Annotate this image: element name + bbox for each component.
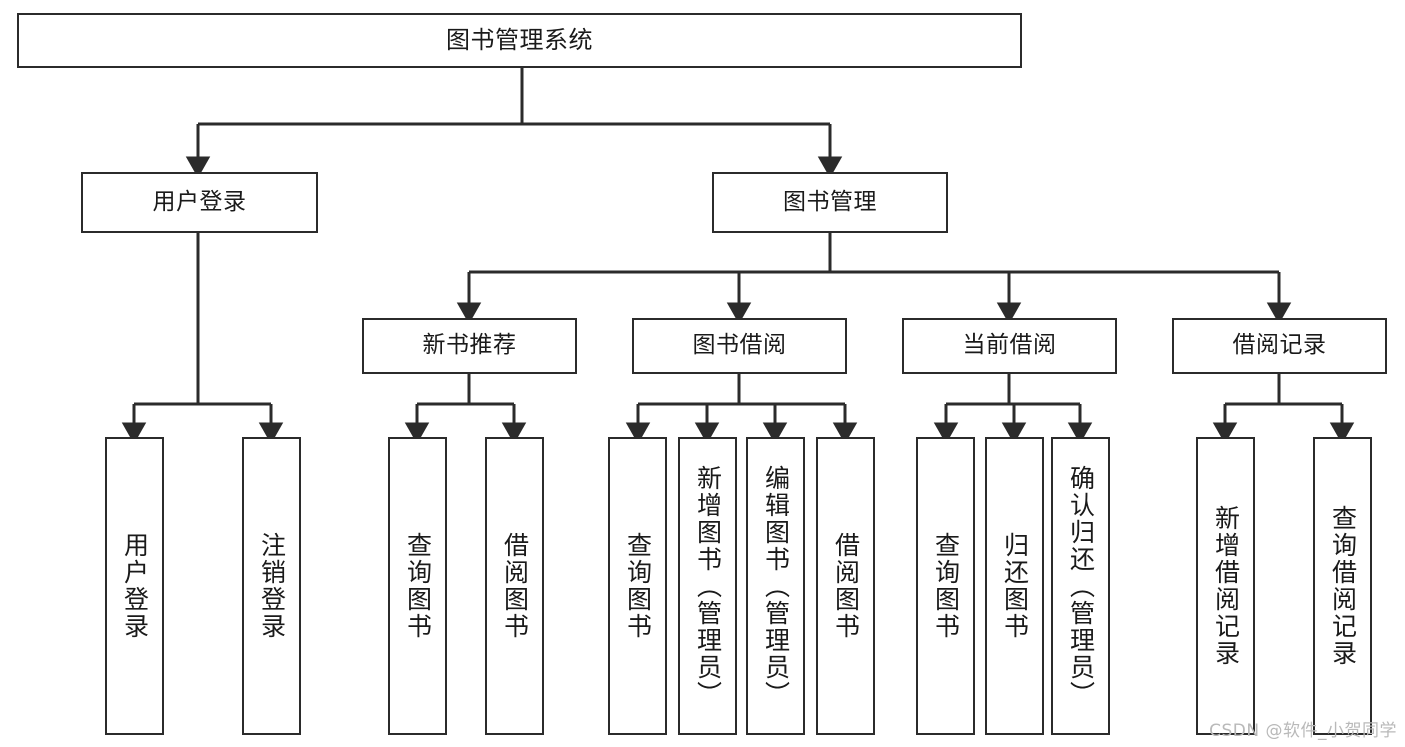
node-label: 图书管理系统 [446, 26, 593, 55]
node-label: 新增图书（管理员） [693, 464, 723, 708]
leaf-add-borrow-record[interactable]: 新增借阅记录 [1196, 437, 1255, 735]
node-new-book-recommend[interactable]: 新书推荐 [362, 318, 577, 374]
node-label: 编辑图书（管理员） [761, 464, 791, 708]
leaf-query-book-newbook[interactable]: 查询图书 [388, 437, 447, 735]
node-label: 新增借阅记录 [1211, 505, 1241, 667]
node-label: 借阅记录 [1232, 332, 1327, 359]
leaf-user-login[interactable]: 用户登录 [105, 437, 164, 735]
node-book-borrow[interactable]: 图书借阅 [632, 318, 847, 374]
leaf-query-book-current[interactable]: 查询图书 [916, 437, 975, 735]
node-label: 查询图书 [931, 532, 961, 640]
node-label: 查询图书 [623, 532, 653, 640]
node-label: 图书借阅 [692, 332, 787, 359]
leaf-borrow-book-newbook[interactable]: 借阅图书 [485, 437, 544, 735]
leaf-edit-book-admin[interactable]: 编辑图书（管理员） [746, 437, 805, 735]
node-label: 确认归还（管理员） [1066, 464, 1096, 708]
node-label: 用户登录 [120, 532, 150, 640]
leaf-logout[interactable]: 注销登录 [242, 437, 301, 735]
leaf-query-borrow-record[interactable]: 查询借阅记录 [1313, 437, 1372, 735]
leaf-query-book-borrow[interactable]: 查询图书 [608, 437, 667, 735]
leaf-borrow-book[interactable]: 借阅图书 [816, 437, 875, 735]
leaf-confirm-return-admin[interactable]: 确认归还（管理员） [1051, 437, 1110, 735]
node-label: 查询图书 [403, 532, 433, 640]
node-label: 归还图书 [1000, 532, 1030, 640]
node-label: 注销登录 [257, 532, 287, 640]
node-label: 当前借阅 [962, 332, 1057, 359]
node-user-login[interactable]: 用户登录 [81, 172, 318, 233]
leaf-add-book-admin[interactable]: 新增图书（管理员） [678, 437, 737, 735]
node-label: 借阅图书 [500, 532, 530, 640]
node-label: 新书推荐 [422, 332, 517, 359]
csdn-watermark: CSDN @软件_小贺同学 [1209, 721, 1397, 741]
node-root-system[interactable]: 图书管理系统 [17, 13, 1022, 68]
node-label: 用户登录 [152, 188, 247, 215]
node-label: 查询借阅记录 [1328, 505, 1358, 667]
node-label: 图书管理 [783, 188, 877, 215]
node-borrow-record[interactable]: 借阅记录 [1172, 318, 1387, 374]
node-label: 借阅图书 [831, 532, 861, 640]
leaf-return-book[interactable]: 归还图书 [985, 437, 1044, 735]
node-current-borrow[interactable]: 当前借阅 [902, 318, 1117, 374]
node-book-management[interactable]: 图书管理 [712, 172, 948, 233]
